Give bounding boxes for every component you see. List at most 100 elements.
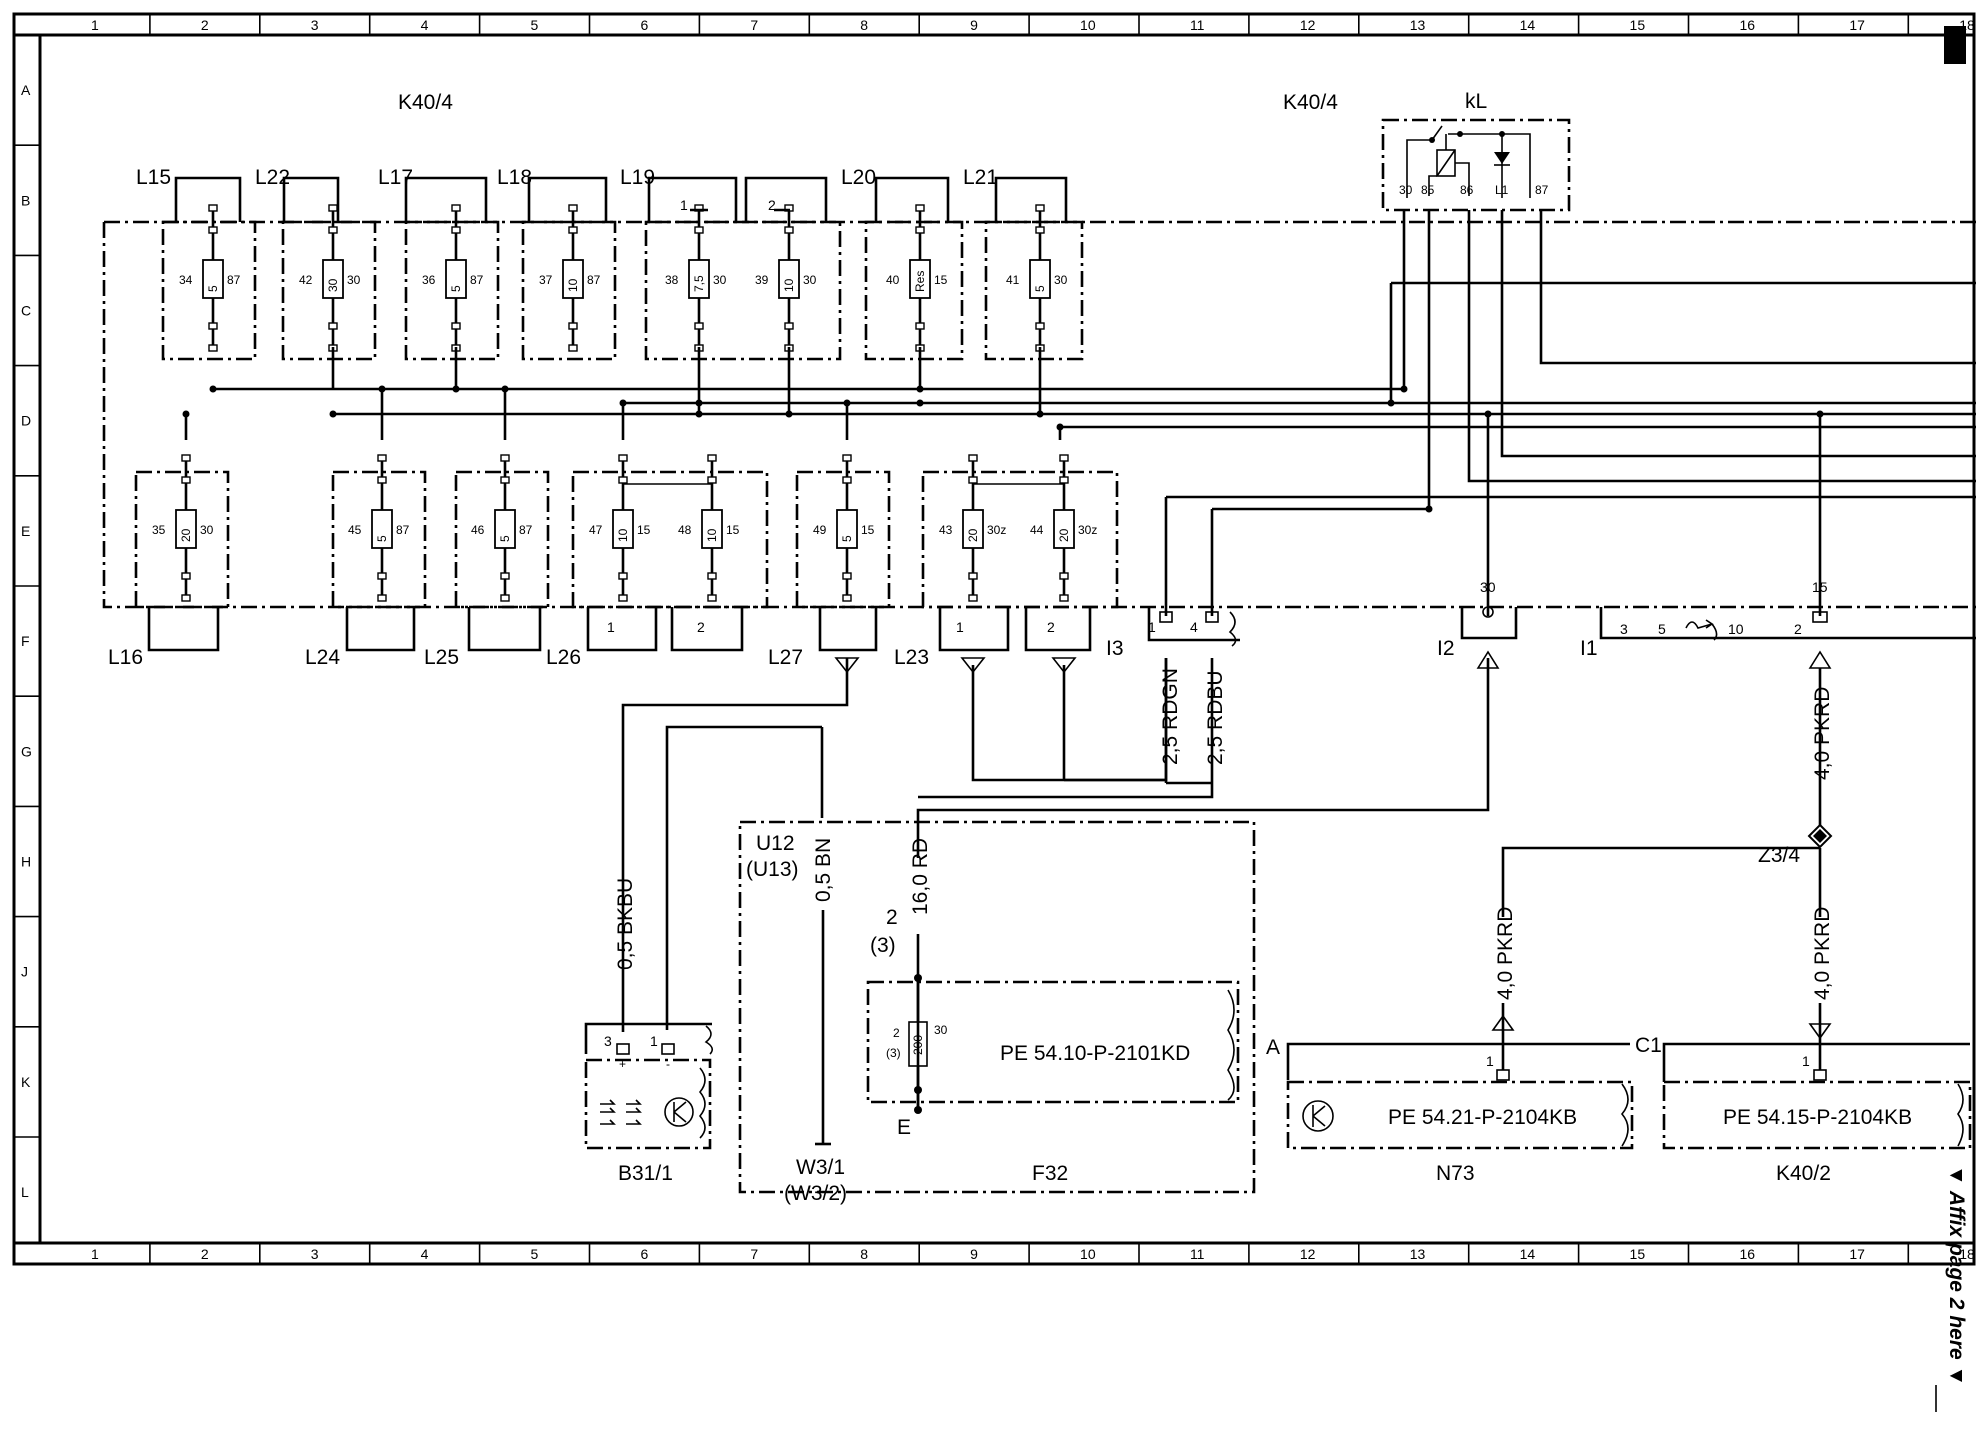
i2-label: I2 bbox=[1437, 637, 1455, 660]
fuse-label-L26: L26 bbox=[546, 646, 581, 669]
fuse-number-40: 40 bbox=[886, 273, 900, 287]
b31-minus: - bbox=[666, 1057, 670, 1071]
grid-column-15-top: 15 bbox=[1630, 17, 1646, 33]
fuse-sub-38: 1 bbox=[680, 197, 688, 213]
grid-column-10-bottom: 10 bbox=[1080, 1246, 1096, 1262]
relay-pin-87: 87 bbox=[1535, 183, 1549, 197]
grid-column-9-bottom: 9 bbox=[970, 1246, 978, 1262]
grid-column-2-top: 2 bbox=[201, 17, 209, 33]
wire-label-rdbu: 2,5 RDBU bbox=[1204, 670, 1227, 765]
b31-sensor: 3 1 + - bbox=[584, 1022, 714, 1150]
grid-column-1-bottom: 1 bbox=[91, 1246, 99, 1262]
fuse-term-40: 15 bbox=[934, 273, 948, 287]
b31-label: B31/1 bbox=[618, 1162, 673, 1185]
k402-ref: PE 54.15-P-2104KB bbox=[1723, 1106, 1912, 1129]
i3-pin-1: 1 bbox=[1148, 619, 1156, 635]
affix-note: ▼ Affix page 2 here ▼ bbox=[1945, 1165, 1968, 1386]
grid-column-12-top: 12 bbox=[1300, 17, 1316, 33]
grid-column-3-top: 3 bbox=[311, 17, 319, 33]
corner-marker bbox=[1944, 26, 1966, 64]
fuse-term-36: 87 bbox=[470, 273, 484, 287]
fuse-label-L19: L19 bbox=[620, 166, 655, 189]
grid-column-16-bottom: 16 bbox=[1739, 1246, 1755, 1262]
fuse-rating-39: 10 bbox=[782, 278, 796, 292]
fuse-term-41: 30 bbox=[1054, 273, 1068, 287]
wire-label-rdgn: 2,5 RDGN bbox=[1159, 668, 1182, 765]
grid-column-12-bottom: 12 bbox=[1300, 1246, 1316, 1262]
w3-2-label: (W3/2) bbox=[784, 1182, 847, 1205]
fuse-slot-outline bbox=[521, 220, 617, 361]
fuse-slot-outline bbox=[161, 220, 257, 361]
grid-column-16-top: 16 bbox=[1739, 17, 1755, 33]
grid-column-3-bottom: 3 bbox=[311, 1246, 319, 1262]
fuse-term-38: 30 bbox=[713, 273, 727, 287]
fuse-rating-44: 20 bbox=[1057, 528, 1071, 542]
f32-fuse-pin-2: 2 bbox=[893, 1026, 900, 1040]
connector-i2: 30 I2 bbox=[1437, 579, 1518, 669]
grid-ticks: 1122334455667788991010111112121313141415… bbox=[14, 14, 1975, 1264]
grid-column-18-bottom: 18 bbox=[1959, 1246, 1975, 1262]
fuse-rating-41: 5 bbox=[1033, 285, 1047, 292]
grid-column-15-bottom: 15 bbox=[1630, 1246, 1646, 1262]
n73-module: 1 A PE 54.21-P-2104KB bbox=[1266, 1036, 1634, 1150]
fuse-rating-43: 20 bbox=[966, 528, 980, 542]
wire-label-pkrd-left: 4,0 PKRD bbox=[1494, 907, 1517, 1000]
relay-pin-30: 30 bbox=[1399, 183, 1413, 197]
fuse-label-L24: L24 bbox=[305, 646, 340, 669]
grid-row-K: K bbox=[21, 1074, 31, 1090]
u12-label: U12 bbox=[756, 832, 795, 855]
i1-pin-15: 15 bbox=[1812, 579, 1828, 595]
relay-pin-86: 86 bbox=[1460, 183, 1474, 197]
i3-pin-4: 4 bbox=[1190, 619, 1198, 635]
fuse-number-42: 42 bbox=[299, 273, 313, 287]
relay-title: kL bbox=[1465, 90, 1487, 113]
fuse-rating-40: Res bbox=[913, 271, 927, 292]
grid-column-14-bottom: 14 bbox=[1520, 1246, 1536, 1262]
k402-label: K40/2 bbox=[1776, 1162, 1831, 1185]
fuse-40: Res 40 15 bbox=[886, 204, 948, 352]
grid-column-5-bottom: 5 bbox=[531, 1246, 539, 1262]
fuse-number-34: 34 bbox=[179, 273, 193, 287]
relay-pin-l1: L1 bbox=[1495, 183, 1509, 197]
relay-pin-85: 85 bbox=[1421, 183, 1435, 197]
fuse-term-39: 30 bbox=[803, 273, 817, 287]
f32-fuse-pin-3: (3) bbox=[886, 1046, 901, 1060]
i1-pin-10: 10 bbox=[1728, 621, 1744, 637]
fuse-slot-outline bbox=[281, 220, 377, 361]
f32-rating: 200 bbox=[911, 1035, 925, 1055]
fuse-sub-47: 1 bbox=[607, 619, 615, 635]
grid-column-9-top: 9 bbox=[970, 17, 978, 33]
grid-row-J: J bbox=[21, 964, 28, 980]
connector-i3: 1 4 I3 bbox=[1106, 607, 1240, 660]
lower-wiring bbox=[621, 658, 1822, 1110]
i1-pin-2: 2 bbox=[1794, 621, 1802, 637]
fuse-term-46: 87 bbox=[519, 523, 533, 537]
i3-label: I3 bbox=[1106, 637, 1124, 660]
grid-row-B: B bbox=[21, 192, 30, 208]
grid-column-11-top: 11 bbox=[1190, 17, 1205, 33]
fuse-term-37: 87 bbox=[587, 273, 601, 287]
fuse-rating-35: 20 bbox=[179, 528, 193, 542]
grid-column-13-top: 13 bbox=[1410, 17, 1426, 33]
fuse-term-35: 30 bbox=[200, 523, 214, 537]
fuse-number-45: 45 bbox=[348, 523, 362, 537]
fuse-term-44: 30z bbox=[1078, 523, 1097, 537]
fuse-number-47: 47 bbox=[589, 523, 603, 537]
grid-row-A: A bbox=[21, 82, 31, 98]
f32-term-30: 30 bbox=[934, 1023, 948, 1037]
wire-labels: 2,5 RDGN 2,5 RDBU 4,0 PKRD 4,0 PKRD 4,0 … bbox=[614, 668, 1834, 1000]
fuse-number-37: 37 bbox=[539, 273, 553, 287]
u12-f32-box bbox=[738, 820, 1256, 1194]
fuse-number-38: 38 bbox=[665, 273, 679, 287]
fuse-label-L25: L25 bbox=[424, 646, 459, 669]
f32-label: F32 bbox=[1032, 1162, 1068, 1185]
